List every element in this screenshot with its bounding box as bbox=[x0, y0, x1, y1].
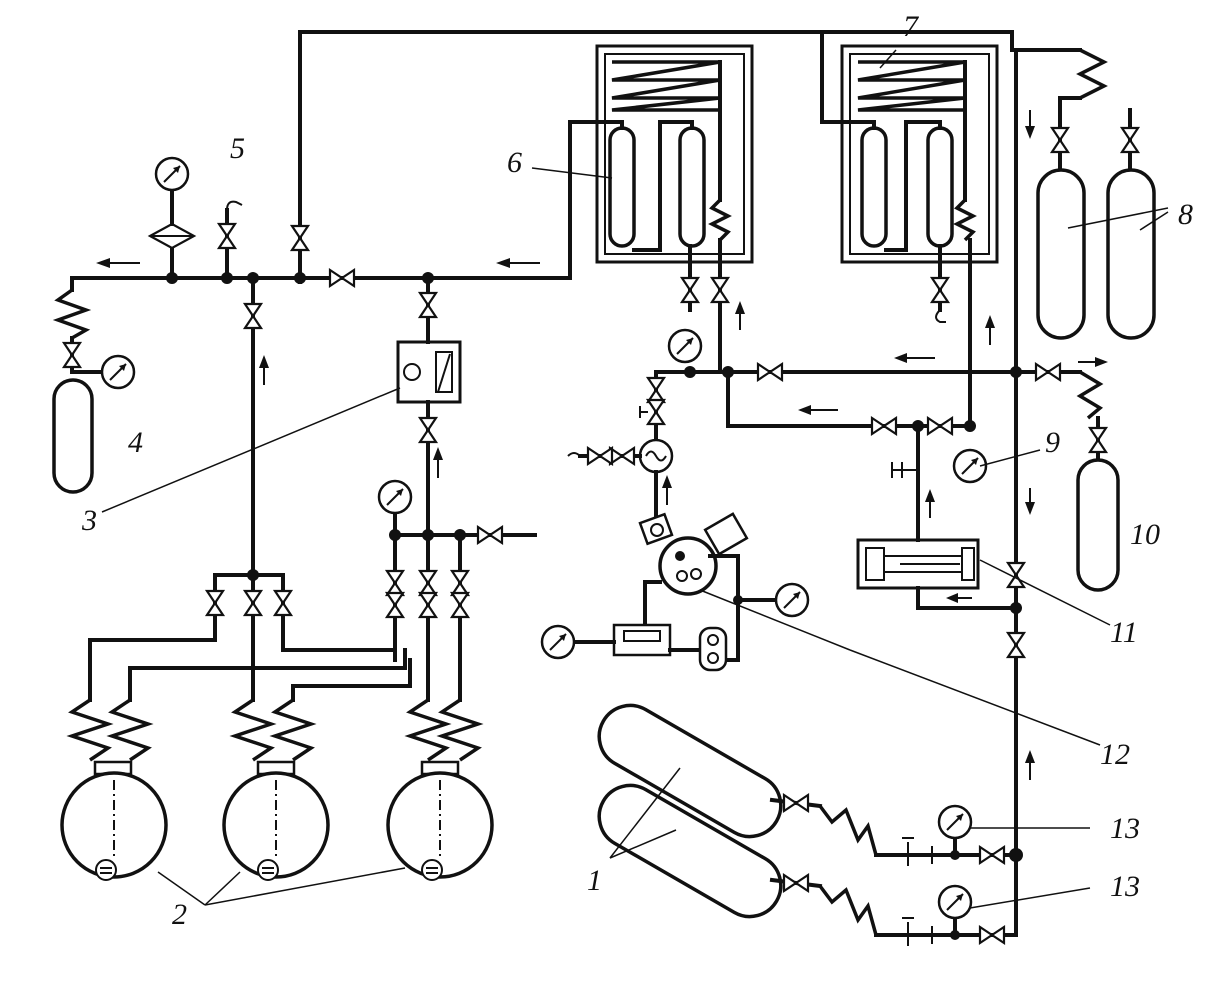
label-4: 4 bbox=[128, 426, 143, 459]
cylinder-1-upper bbox=[597, 703, 783, 839]
cylinder-8a bbox=[1036, 168, 1086, 340]
middle-section bbox=[540, 301, 1022, 672]
cylinder-10 bbox=[1076, 458, 1120, 592]
label-13-upper: 13 bbox=[1110, 812, 1140, 845]
purifier-unit-6 bbox=[595, 44, 754, 374]
callout-labels: 1 2 3 4 5 6 7 8 9 10 11 12 13 13 bbox=[81, 10, 1193, 931]
compressor-tank-right bbox=[386, 698, 494, 881]
right-section bbox=[597, 48, 1156, 946]
compressor-tank-middle bbox=[222, 698, 330, 881]
cryo-pump-11 bbox=[856, 538, 980, 590]
label-5: 5 bbox=[230, 132, 245, 165]
label-8: 8 bbox=[1178, 198, 1193, 231]
label-10: 10 bbox=[1130, 518, 1160, 551]
leader-lines bbox=[101, 49, 1169, 909]
label-9: 9 bbox=[1045, 426, 1060, 459]
label-12: 12 bbox=[1100, 738, 1130, 771]
cylinder-8b bbox=[1106, 168, 1156, 340]
label-1: 1 bbox=[587, 864, 602, 897]
label-11: 11 bbox=[1110, 616, 1138, 649]
label-3: 3 bbox=[81, 504, 97, 537]
cylinder-1-lower bbox=[597, 783, 783, 919]
purifier-unit-7 bbox=[820, 30, 999, 422]
label-6: 6 bbox=[507, 146, 522, 179]
label-7: 7 bbox=[903, 10, 920, 43]
compressor-tank-left bbox=[60, 698, 168, 881]
label-2: 2 bbox=[172, 898, 187, 931]
cylinder-4 bbox=[52, 378, 94, 494]
label-13-lower: 13 bbox=[1110, 870, 1140, 903]
left-section bbox=[52, 30, 1014, 881]
compressor-12 bbox=[540, 512, 810, 672]
